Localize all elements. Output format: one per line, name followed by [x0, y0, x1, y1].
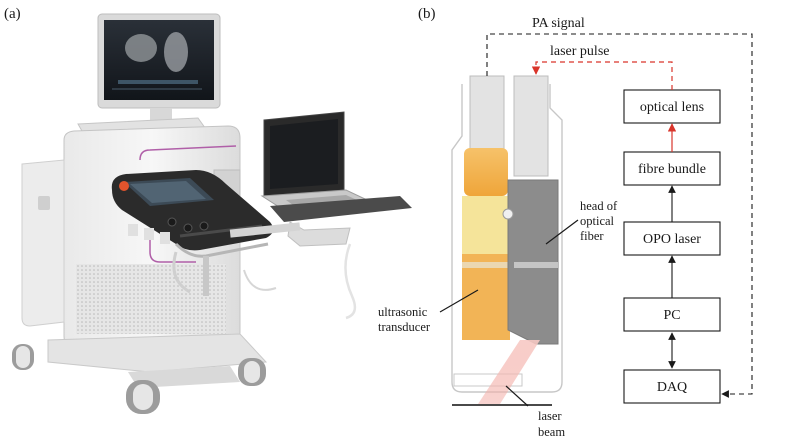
probe-cables — [172, 243, 357, 320]
laser-beam-shape — [478, 340, 540, 404]
probe-window — [453, 373, 523, 387]
laser-beam-line1: laser — [538, 409, 562, 423]
fiber-screw — [502, 208, 514, 220]
opo-laser-label: OPO laser — [643, 232, 701, 247]
transducer-cap — [464, 148, 508, 196]
fibre-bundle-box — [623, 151, 721, 186]
laser-pulse-label: laser pulse — [550, 44, 609, 59]
panel-label-b: (b) — [418, 6, 436, 22]
optical-lens-label: optical lens — [640, 100, 704, 115]
system-illustration — [12, 13, 412, 414]
main-monitor — [77, 13, 221, 139]
opo-laser-box — [623, 221, 721, 256]
ultrasonic-transducer-line2: transducer — [378, 320, 431, 334]
side-laptop — [229, 111, 412, 247]
labels: (a) (b) PA signal laser pulse optical le… — [4, 6, 706, 439]
head-of-optical-fiber-line2: optical — [580, 214, 615, 228]
head-of-optical-fiber-line3: fiber — [580, 229, 604, 243]
daq-box — [623, 369, 721, 404]
pointer-transducer — [439, 289, 479, 313]
pc-label: PC — [663, 308, 680, 323]
pointer-head-fiber — [545, 219, 579, 245]
optical-lens-box — [623, 89, 721, 124]
block-diagram — [439, 33, 753, 407]
laser-pulse-path — [531, 61, 673, 90]
fibre-bundle-label: fibre bundle — [638, 162, 706, 177]
cart-base — [12, 333, 268, 414]
pa-signal-label: PA signal — [532, 16, 585, 31]
transducer-cable — [469, 75, 505, 151]
head-of-optical-fiber-line1: head of — [580, 199, 618, 213]
pa-signal-path — [486, 33, 753, 398]
pointer-beam — [505, 385, 529, 407]
fiber-cable — [513, 75, 549, 177]
transducer-body — [462, 254, 510, 340]
probe-cross-section — [451, 75, 563, 406]
panel-label-a: (a) — [4, 6, 21, 22]
transducer-yellow — [462, 196, 510, 254]
pc-box — [623, 297, 721, 332]
ultrasonic-transducer-line1: ultrasonic — [378, 305, 428, 319]
laser-beam-line2: beam — [538, 425, 565, 439]
daq-label: DAQ — [657, 380, 687, 395]
